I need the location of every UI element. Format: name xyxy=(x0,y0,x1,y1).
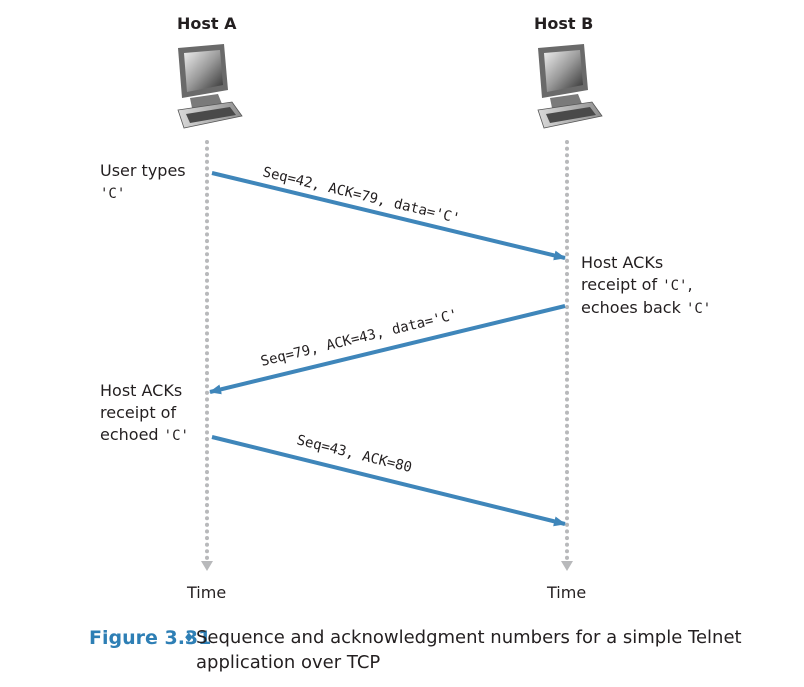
host-a-title: Host A xyxy=(177,14,237,33)
annotation-text: , xyxy=(687,275,693,294)
annotation-text: receipt of xyxy=(581,275,663,294)
annotation-host-b-acks: Host ACKs receipt of 'C', echoes back 'C… xyxy=(581,252,711,320)
host-b-title: Host B xyxy=(534,14,594,33)
caption-bullet-icon: ♦ xyxy=(183,631,195,646)
host-b-computer-icon xyxy=(537,44,603,129)
char-c: 'C' xyxy=(685,301,712,317)
char-c: 'C' xyxy=(100,186,126,202)
annotation-user-types: User types 'C' xyxy=(100,160,186,205)
caption-text: Sequence and acknowledgment numbers for … xyxy=(196,627,742,673)
figure-number: Figure 3.31 xyxy=(89,627,212,649)
diagram-canvas: Seq=42, ACK=79, data='C' Seq=79, ACK=43,… xyxy=(177,44,603,572)
annotation-host-a-acks: Host ACKs receipt of echoed 'C' xyxy=(100,380,189,447)
char-c: 'C' xyxy=(163,428,189,444)
annotation-text: User types xyxy=(100,161,186,180)
annotation-text: echoes back xyxy=(581,298,686,317)
message-label-1: Seq=42, ACK=79, data='C' xyxy=(261,164,461,227)
host-b-time-label: Time xyxy=(547,583,587,602)
annotation-text: Host ACKs xyxy=(581,253,664,272)
message-arrow-2 xyxy=(209,304,566,395)
annotation-text: receipt of xyxy=(100,403,177,422)
annotation-text: Host ACKs xyxy=(100,381,183,400)
host-a-time-label: Time xyxy=(187,583,227,602)
message-label-3: Seq=43, ACK=80 xyxy=(295,432,413,476)
host-a-computer-icon xyxy=(177,44,243,129)
message-arrow-1 xyxy=(211,171,566,261)
char-c: 'C' xyxy=(662,278,688,294)
message-arrow-3 xyxy=(211,435,566,527)
annotation-text: echoed xyxy=(100,425,164,444)
